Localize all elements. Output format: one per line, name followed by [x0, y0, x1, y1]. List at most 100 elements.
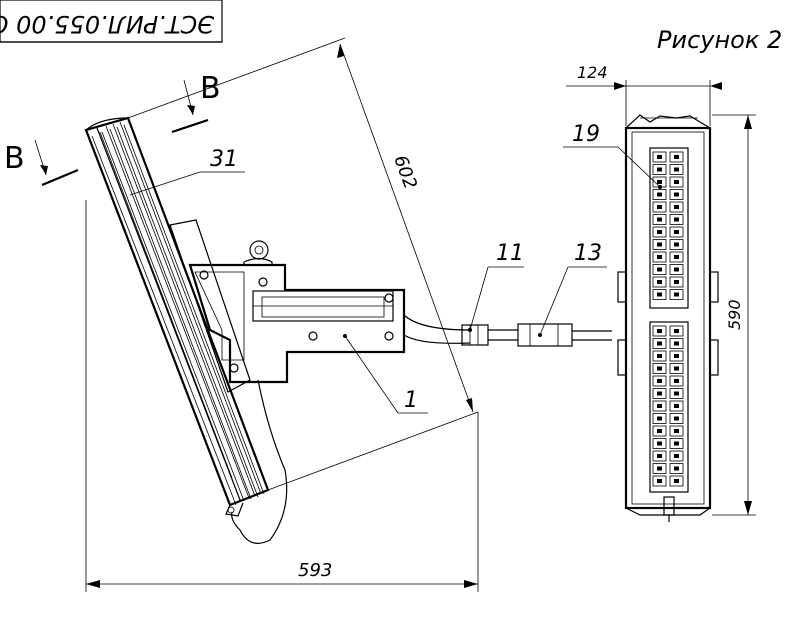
led-cell	[669, 151, 684, 163]
led-chip	[657, 242, 662, 247]
led-cell	[652, 450, 667, 462]
led-chip	[657, 180, 662, 184]
led-cell	[652, 438, 667, 449]
svg-text:19: 19	[572, 122, 600, 147]
svg-text:590: 590	[725, 299, 744, 330]
led-chip	[674, 280, 679, 284]
led-chip	[657, 454, 662, 458]
led-cell	[669, 214, 684, 225]
led-chip	[674, 441, 679, 446]
led-cell	[669, 276, 684, 288]
led-cell	[669, 239, 684, 250]
callout-1: 1	[344, 335, 428, 414]
section-mark-left: В	[4, 139, 79, 187]
led-chip	[657, 416, 662, 421]
led-cell	[669, 289, 684, 300]
dimension-590: 590	[712, 114, 756, 516]
svg-text:13: 13	[574, 241, 602, 266]
led-chip	[674, 366, 679, 371]
led-chip	[674, 391, 679, 396]
led-cell	[652, 151, 667, 163]
figure-caption: Рисунок 2	[657, 26, 782, 54]
led-cell	[669, 189, 684, 200]
led-chip	[657, 267, 662, 272]
led-chip	[674, 242, 679, 247]
led-chip	[657, 155, 662, 159]
dimension-602: 602	[127, 37, 479, 491]
led-cell	[652, 425, 667, 437]
heatsink-fins	[91, 124, 265, 506]
led-chip	[657, 379, 662, 383]
callout-11: 11	[469, 241, 524, 331]
led-chip	[674, 267, 679, 272]
mounting-bracket	[188, 240, 406, 384]
led-cell	[652, 239, 667, 250]
led-chip	[657, 329, 662, 333]
led-chip	[657, 280, 662, 284]
led-chip	[674, 329, 679, 333]
led-chip	[674, 416, 679, 421]
led-chip	[674, 205, 679, 209]
led-cell	[652, 264, 667, 275]
led-module-upper	[649, 147, 689, 309]
led-chip	[657, 366, 662, 371]
led-cell	[669, 475, 684, 487]
led-cell	[652, 400, 667, 412]
led-cell	[669, 201, 684, 213]
led-cell	[669, 388, 684, 399]
led-chip	[674, 354, 679, 358]
led-chip	[657, 341, 662, 346]
led-cell	[652, 251, 667, 263]
callout-31: 31	[129, 147, 245, 196]
led-cell	[652, 226, 667, 238]
led-cell	[669, 463, 684, 474]
led-chip	[657, 255, 662, 259]
svg-text:124: 124	[577, 63, 608, 82]
led-module-lower	[649, 321, 689, 493]
svg-text:1: 1	[404, 388, 418, 413]
led-cell	[669, 226, 684, 238]
led-cell	[669, 450, 684, 462]
section-mark-right: В	[171, 71, 221, 134]
led-cell	[669, 176, 684, 188]
led-cell	[652, 325, 667, 337]
led-chip	[657, 292, 662, 297]
front-view: 124 590 19	[563, 63, 756, 522]
front-housing	[624, 126, 712, 510]
led-chip	[657, 404, 662, 408]
cable-gland	[461, 324, 489, 346]
svg-text:11: 11	[496, 241, 524, 266]
led-cell	[652, 214, 667, 225]
led-chip	[657, 192, 662, 197]
led-cell	[652, 276, 667, 288]
led-chip	[657, 479, 662, 483]
led-chip	[657, 354, 662, 358]
svg-text:31: 31	[210, 147, 238, 172]
led-chip	[674, 255, 679, 259]
led-cell	[652, 475, 667, 487]
dimension-593: 593	[85, 200, 479, 592]
led-cell	[652, 289, 667, 300]
led-cell	[669, 338, 684, 349]
led-chip	[674, 167, 679, 172]
led-grid	[652, 151, 684, 487]
led-chip	[657, 205, 662, 209]
stamp-box: ЭСТ.РИЛ.055.00 СБ	[0, 0, 223, 43]
svg-text:593: 593	[298, 560, 332, 581]
led-chip	[674, 292, 679, 297]
led-chip	[657, 429, 662, 433]
led-cell	[652, 388, 667, 399]
led-cell	[652, 201, 667, 213]
led-cell	[669, 164, 684, 175]
led-chip	[674, 230, 679, 234]
led-cell	[652, 463, 667, 474]
led-chip	[657, 217, 662, 222]
driver-box	[169, 219, 251, 393]
led-cell	[652, 164, 667, 175]
led-chip	[657, 466, 662, 471]
led-chip	[674, 454, 679, 458]
svg-text:602: 602	[389, 153, 420, 192]
led-cell	[669, 350, 684, 362]
callout-13: 13	[539, 241, 607, 336]
